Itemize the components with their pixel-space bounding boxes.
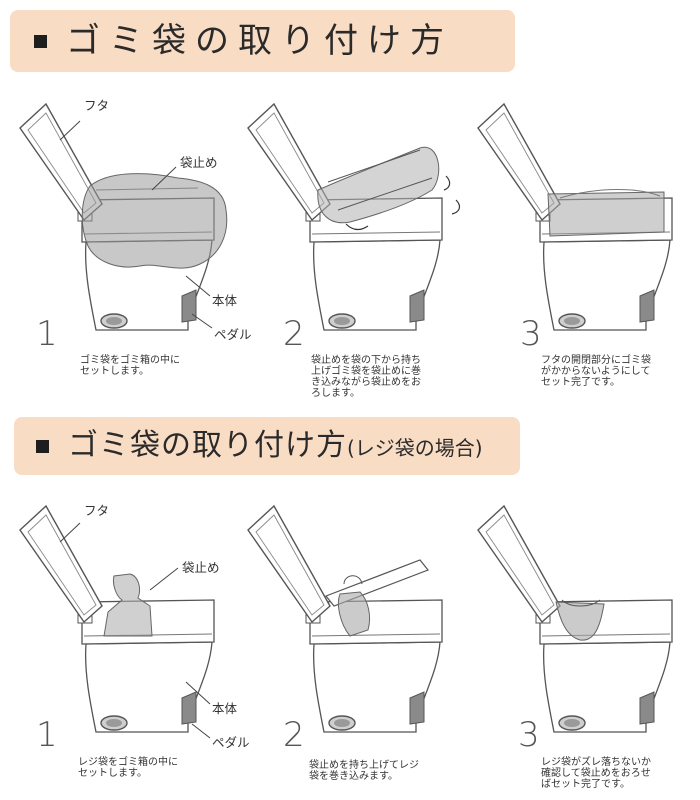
s2-step3-caption: レジ袋がズレ落ちないか 確認して袋止めをおろせ ばセット完了です。 <box>541 757 651 790</box>
s2-label-pedal: ペダル <box>212 735 250 750</box>
section1-header: ゴミ袋の取り付け方 <box>10 10 515 72</box>
s2-step3-number: 3 <box>518 715 540 755</box>
section2-title: ゴミ袋の取り付け方(レジ袋の場合) <box>68 426 483 468</box>
section1-title: ゴミ袋の取り付け方 <box>66 21 453 61</box>
s1-step2-number: 2 <box>283 314 305 354</box>
s1-label-body: 本体 <box>212 293 238 308</box>
bullet-square-icon <box>34 35 47 48</box>
s1-step2-illustration <box>247 103 461 331</box>
s1-label-bag-stopper: 袋止め <box>180 155 218 170</box>
s2-step3-illustration <box>477 505 673 733</box>
s1-step1-number: 1 <box>36 314 58 354</box>
s1-step1-caption: ゴミ袋をゴミ箱の中に セットします。 <box>80 355 180 377</box>
s2-step2-caption: 袋止めを持ち上げてレジ 袋を巻き込みます。 <box>309 760 419 782</box>
section2-title-main: ゴミ袋の取り付け方 <box>68 428 347 463</box>
s1-step2-caption: 袋止めを袋の下から持ち 上げゴミ袋を袋止めに巻 き込みながら袋止めをお ろします… <box>311 355 421 399</box>
s2-step1-number: 1 <box>36 715 58 755</box>
s2-label-body: 本体 <box>212 701 238 716</box>
s1-step3-caption: フタの開閉部分にゴミ袋 がかからないようにして セット完了です。 <box>541 355 651 388</box>
s1-step1-illustration <box>19 103 228 331</box>
s1-label-lid: フタ <box>84 98 110 113</box>
s2-label-lid: フタ <box>84 503 110 518</box>
s2-step1-caption: レジ袋をゴミ箱の中に セットします。 <box>78 757 178 779</box>
section2-header: ゴミ袋の取り付け方(レジ袋の場合) <box>14 417 520 475</box>
s2-label-bag-stopper: 袋止め <box>182 560 220 575</box>
s1-step3-illustration <box>477 103 673 331</box>
bullet-square-icon <box>36 440 49 453</box>
s1-label-pedal: ペダル <box>214 327 252 342</box>
s1-step3-number: 3 <box>520 314 542 354</box>
section2-title-sub: (レジ袋の場合) <box>347 436 483 460</box>
s2-step2-illustration <box>247 505 443 733</box>
s2-step1-illustration <box>19 505 215 739</box>
s2-step2-number: 2 <box>283 715 305 755</box>
